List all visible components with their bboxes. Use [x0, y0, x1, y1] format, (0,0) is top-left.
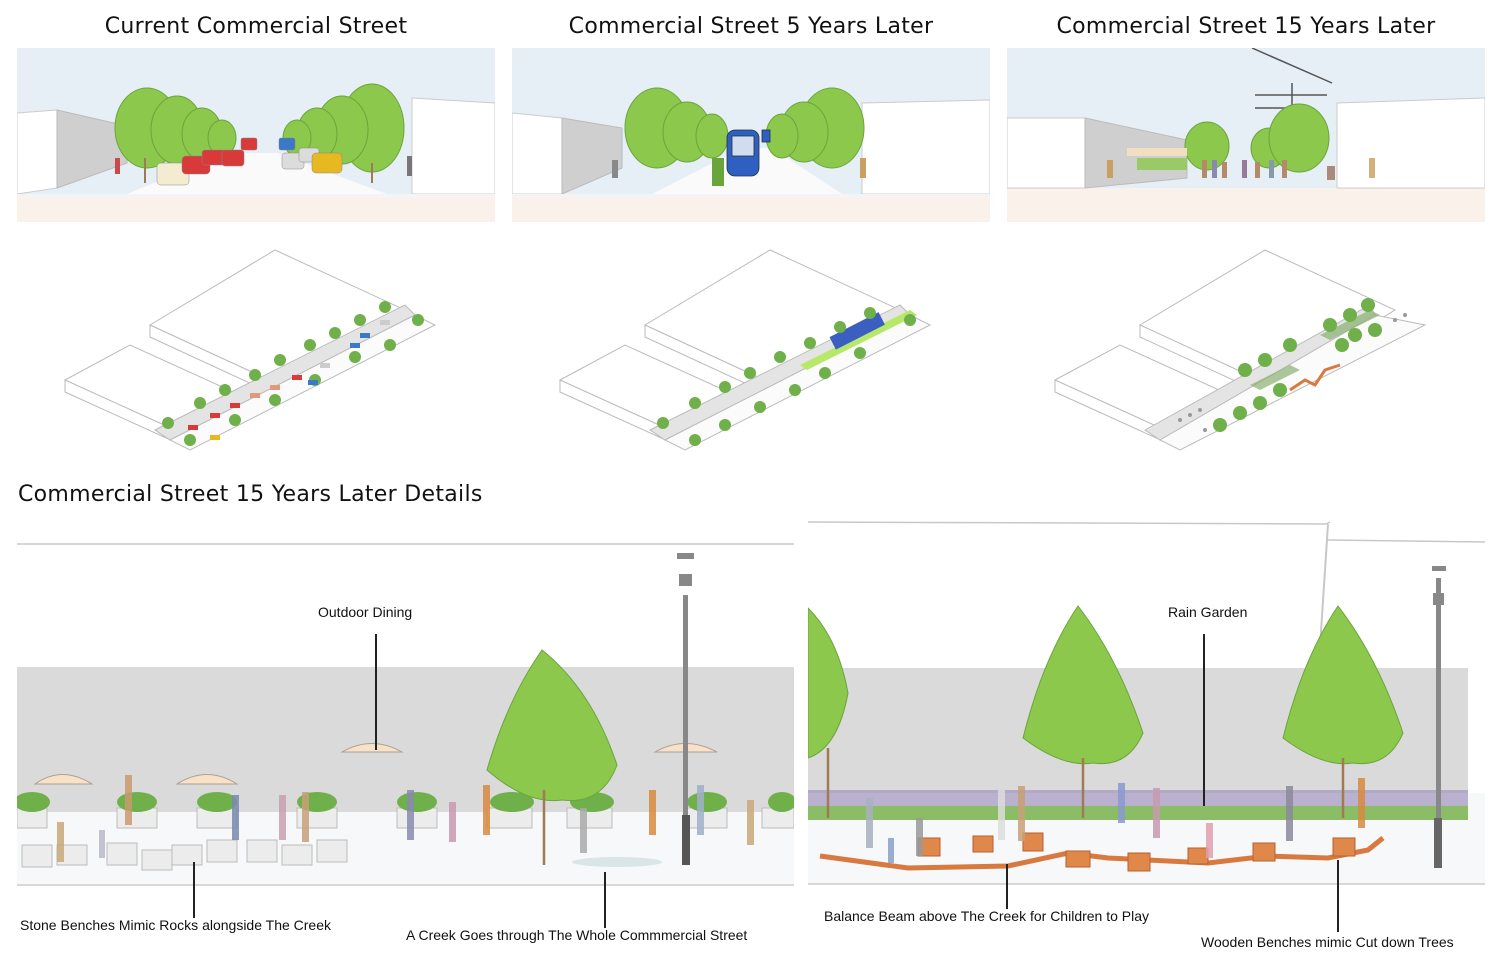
perspective-five-years — [512, 48, 990, 222]
perspective-fifteen-years — [1007, 48, 1485, 222]
detail-elevation-left — [17, 543, 794, 886]
leader-outdoor-dining — [375, 634, 377, 750]
umbrellas — [33, 743, 718, 785]
iso-trees — [162, 301, 424, 446]
tram — [726, 129, 771, 177]
lamp-post — [677, 553, 694, 865]
rain-garden — [808, 790, 1468, 820]
leader-stone-benches — [193, 862, 195, 918]
label-balance-beam: Balance Beam above The Creek for Childre… — [824, 908, 1150, 924]
panel-title-fifteen-years: Commercial Street 15 Years Later — [1056, 14, 1436, 39]
street-tree — [486, 649, 618, 802]
leader-balance-beam — [1006, 864, 1008, 909]
crowd — [1107, 158, 1375, 180]
pedestrians — [612, 158, 866, 178]
pedestrians — [866, 778, 1365, 863]
label-stone-benches: Stone Benches Mimic Rocks alongside The … — [20, 917, 332, 933]
pedestrians — [57, 775, 754, 862]
axonometric-fifteen-years — [1053, 249, 1427, 451]
label-creek: A Creek Goes through The Whole Commmerci… — [406, 927, 748, 943]
label-wooden-benches: Wooden Benches mimic Cut down Trees — [1201, 934, 1454, 950]
axonometric-five-years — [558, 249, 932, 451]
tree-row-left — [624, 87, 729, 169]
details-title: Commercial Street 15 Years Later Details — [18, 482, 483, 507]
label-rain-garden: Rain Garden — [1168, 604, 1248, 620]
leader-wooden-benches — [1337, 860, 1339, 932]
perspective-current — [17, 48, 495, 222]
iso-cars — [188, 320, 390, 440]
label-outdoor-dining: Outdoor Dining — [318, 604, 413, 620]
leader-rain-garden — [1203, 634, 1205, 806]
wooden-stumps — [917, 832, 1356, 872]
creek — [572, 857, 662, 867]
iso-balance-beam — [1289, 363, 1341, 392]
panel-title-current: Current Commercial Street — [104, 14, 408, 39]
iso-trees — [657, 307, 916, 446]
cars — [156, 137, 343, 186]
pedestrians — [115, 156, 412, 176]
trees — [808, 605, 1404, 765]
stone-benches — [21, 839, 348, 871]
axonometric-current — [63, 249, 437, 451]
lamp-post — [1432, 566, 1446, 868]
iso-tram — [829, 312, 885, 350]
leader-creek — [604, 872, 606, 928]
iso-trees — [1213, 298, 1382, 432]
detail-elevation-right — [808, 521, 1485, 885]
panel-title-five-years: Commercial Street 5 Years Later — [568, 14, 934, 39]
